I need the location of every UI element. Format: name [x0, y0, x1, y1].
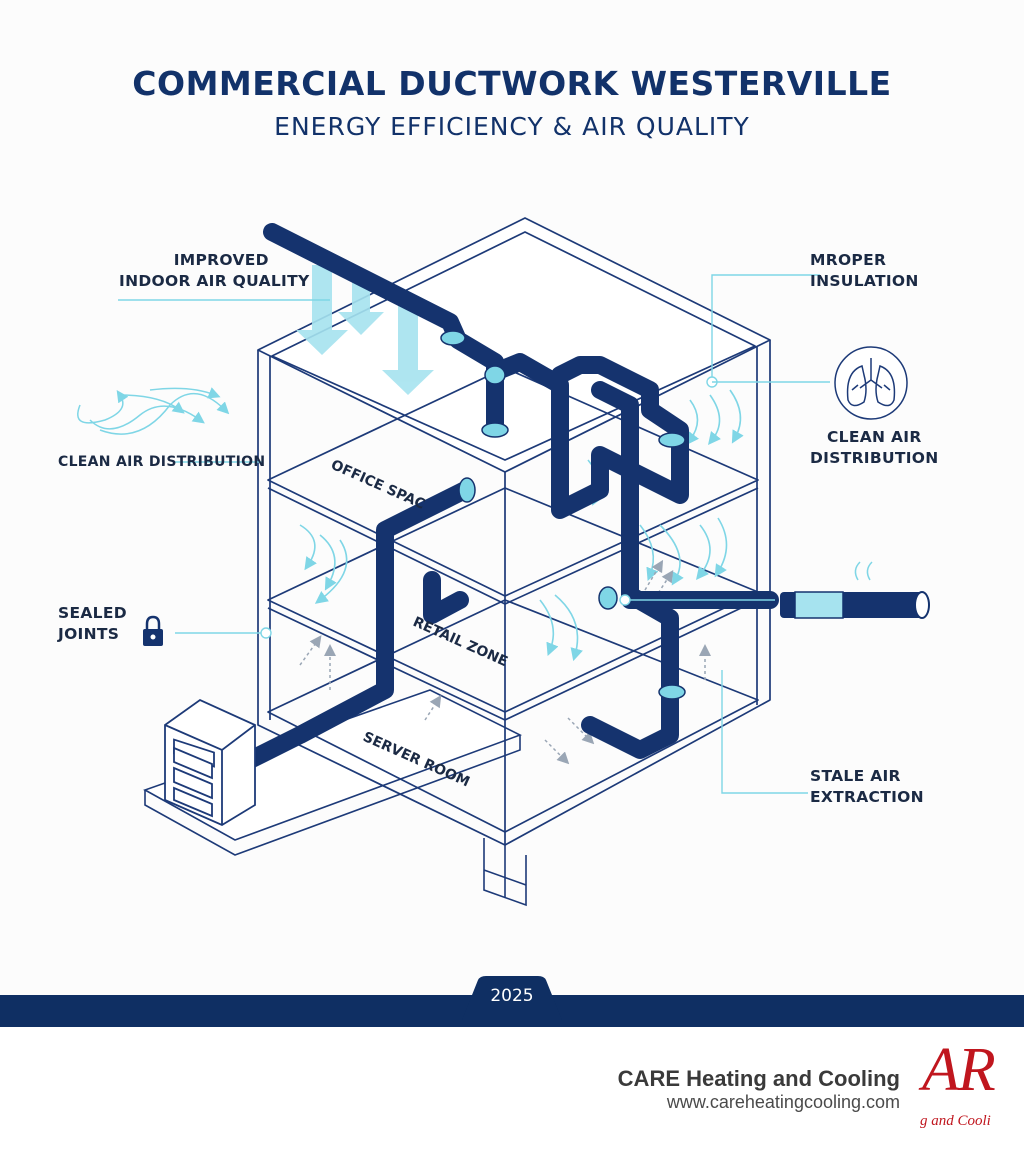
company-logo: AR g and Cooli — [920, 1045, 996, 1129]
callout-stale-air: STALE AIR EXTRACTION — [810, 767, 924, 806]
callout-sealed-joints: SEALED JOINTS — [58, 604, 127, 643]
page-title: COMMERCIAL DUCTWORK WESTERVILLE — [132, 64, 892, 103]
floor-label-office: OFFICE SPAC — [328, 457, 427, 513]
callout-insulation: MROPER INSULATION — [810, 251, 919, 290]
lungs-icon — [834, 346, 908, 420]
year-label: 2025 — [490, 986, 534, 1006]
airflow-swirl-icon — [77, 387, 230, 435]
intake-airflow-arrows — [296, 265, 434, 395]
page-subtitle: ENERGY EFFICIENCY & AIR QUALITY — [274, 112, 750, 141]
floor-label-retail: RETAIL ZONE — [410, 614, 510, 670]
callout-clean-air-left: CLEAN AIR DISTRIBUTION — [58, 454, 266, 470]
company-name: CARE Heating and Cooling — [617, 1066, 900, 1091]
year-tab — [462, 976, 562, 1020]
ductwork-diagram: OFFICE SPAC RETAIL ZONE SERVER ROOM — [77, 217, 930, 907]
hvac-unit — [164, 698, 256, 827]
callout-clean-air-right: CLEAN AIR DISTRIBUTION — [810, 428, 939, 467]
callout-indoor-air: IMPROVED INDOOR AIR QUALITY — [119, 251, 310, 290]
lock-icon — [143, 615, 163, 646]
stale-airflow-arrows — [299, 559, 711, 765]
footer — [0, 1027, 1024, 1154]
company-website[interactable]: www.careheatingcooling.com — [666, 1092, 900, 1112]
callout-leaders — [118, 274, 830, 794]
external-duct — [780, 561, 930, 619]
